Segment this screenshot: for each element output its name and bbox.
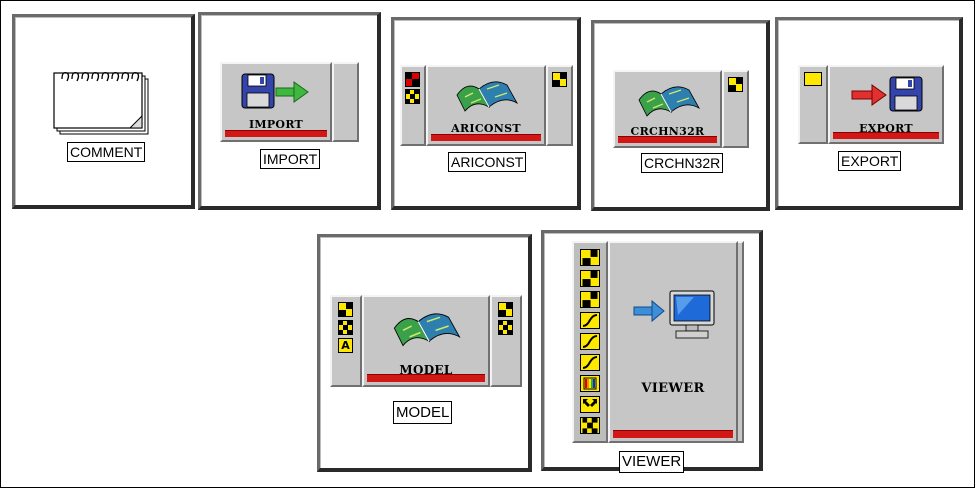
model-card[interactable]: A MODEL MODEL — [317, 234, 532, 472]
module-caption: EXPORT — [838, 151, 902, 171]
input-port[interactable] — [580, 375, 600, 392]
module-label: VIEWER — [641, 381, 705, 396]
comment-card[interactable]: COMMENT — [12, 14, 195, 209]
module-caption: VIEWER — [619, 451, 685, 473]
grid-surface-icon — [456, 81, 519, 112]
status-bar — [613, 430, 733, 438]
export-module[interactable]: EXPORT — [828, 65, 944, 144]
input-port[interactable] — [580, 417, 600, 434]
module-label: CRCHN32R — [630, 125, 705, 138]
export-card[interactable]: EXPORT EXPORT — [775, 17, 963, 210]
crchn32r-module[interactable]: CRCHN32R — [613, 70, 722, 148]
input-port[interactable] — [580, 249, 600, 266]
grid-surface-icon — [638, 86, 701, 117]
arrow-floppy-disk-icon — [851, 76, 923, 112]
import-module[interactable]: IMPORT — [220, 62, 332, 142]
input-port[interactable] — [405, 89, 420, 104]
module-caption: MODEL — [393, 401, 453, 424]
input-port[interactable] — [338, 320, 353, 335]
import-card[interactable]: IMPORT IMPORT — [198, 12, 381, 210]
input-port[interactable] — [580, 396, 600, 413]
output-port[interactable] — [728, 77, 743, 92]
ariconst-module[interactable]: ARICONST — [426, 65, 546, 146]
output-port[interactable] — [552, 72, 567, 87]
model-module[interactable]: MODEL — [362, 295, 490, 387]
status-bar — [431, 134, 541, 141]
module-label: EXPORT — [859, 122, 913, 135]
input-port[interactable] — [405, 72, 420, 87]
ariconst-card[interactable]: ARICONST ARICONST — [391, 17, 581, 210]
status-bar — [618, 136, 717, 143]
status-bar — [225, 130, 327, 137]
floppy-disk-arrow-right-icon — [241, 73, 309, 109]
output-port[interactable] — [498, 320, 513, 335]
crchn32r-card[interactable]: CRCHN32R CRCHN32R — [591, 20, 770, 211]
input-port[interactable] — [804, 72, 822, 86]
module-label: MODEL — [399, 363, 453, 377]
module-side-panel — [490, 295, 522, 387]
module-caption: CRCHN32R — [641, 153, 724, 173]
input-port[interactable] — [580, 291, 600, 308]
input-port[interactable] — [338, 302, 353, 317]
input-port[interactable] — [580, 333, 600, 350]
input-port[interactable] — [580, 270, 600, 287]
module-caption: COMMENT — [67, 142, 146, 162]
arrow-monitor-icon — [633, 290, 715, 339]
module-side-panel — [572, 241, 608, 443]
module-side-panel — [738, 241, 744, 443]
module-side-panel — [722, 70, 749, 148]
viewer-module[interactable]: VIEWER — [608, 241, 738, 443]
module-label: ARICONST — [451, 122, 521, 135]
status-bar — [833, 132, 939, 139]
module-side-panel — [332, 62, 359, 142]
module-caption: IMPORT — [260, 149, 321, 169]
module-side-panel — [400, 65, 426, 146]
module-caption: ARICONST — [448, 152, 527, 172]
input-port[interactable] — [580, 354, 600, 371]
viewer-card[interactable]: VIEWER VIEWER — [541, 230, 763, 473]
module-side-panel: A — [330, 295, 362, 387]
output-port[interactable] — [498, 302, 513, 317]
status-bar — [367, 374, 485, 382]
module-label: IMPORT — [248, 118, 304, 131]
input-port[interactable]: A — [338, 338, 353, 353]
grid-surface-icon — [393, 313, 461, 347]
notepad-icon — [53, 71, 149, 135]
input-port[interactable] — [580, 312, 600, 329]
module-side-panel — [798, 65, 828, 144]
module-side-panel — [546, 65, 573, 146]
